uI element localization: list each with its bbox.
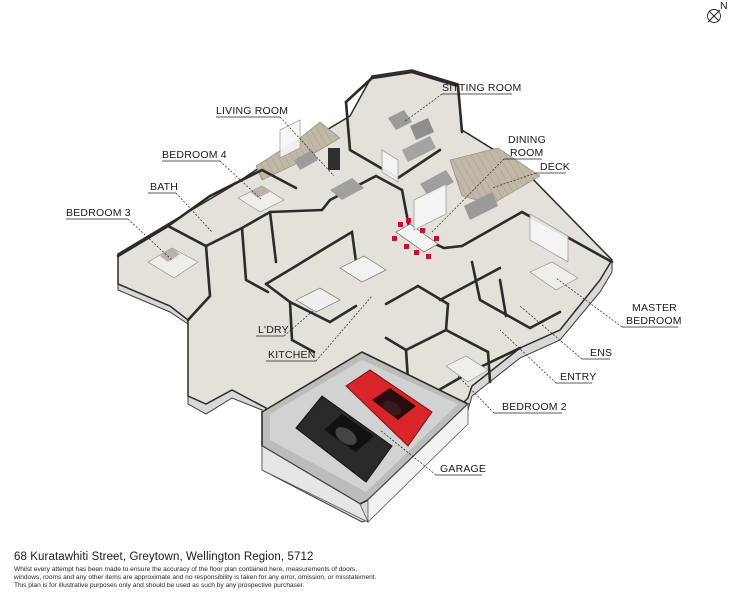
disclaimer-line-2: windows, rooms and any other items are a… [14, 574, 377, 582]
label-bath: BATH [150, 181, 178, 193]
label-garage: GARAGE [440, 463, 486, 475]
compass-icon [707, 9, 721, 23]
label-bedroom-3: BEDROOM 3 [66, 207, 131, 219]
interior-walls [116, 70, 614, 396]
label-master-bedroom-2: BEDROOM [626, 315, 682, 327]
compass-north-label: N [720, 0, 728, 12]
windows [279, 119, 569, 263]
label-entry: ENTRY [560, 371, 596, 383]
label-bedroom-4: BEDROOM 4 [162, 149, 227, 161]
room-labels: SITTING ROOM LIVING ROOM BEDROOM 4 DININ… [66, 82, 682, 476]
deck-area [449, 147, 541, 205]
label-bedroom-2: BEDROOM 2 [502, 401, 567, 413]
label-ldry: L'DRY [258, 324, 289, 336]
label-living-room: LIVING ROOM [216, 105, 288, 117]
disclaimer-line-3: This plan is for illustrative purposes o… [14, 582, 305, 590]
red-car [345, 369, 433, 447]
label-ens: ENS [590, 347, 612, 359]
label-dining-room-2: ROOM [510, 147, 543, 159]
label-kitchen: KITCHEN [268, 349, 316, 361]
label-deck: DECK [540, 161, 570, 173]
property-address: 68 Kuratawhiti Street, Greytown, Welling… [14, 551, 314, 563]
disclaimer-line-1: Whilst every attempt has been made to en… [14, 566, 358, 573]
footer: 68 Kuratawhiti Street, Greytown, Welling… [14, 551, 434, 591]
label-master-bedroom-1: MASTER [632, 302, 677, 314]
garage [261, 351, 470, 523]
label-dining-room-1: DINING [508, 134, 546, 146]
label-sitting-room: SITTING ROOM [442, 82, 521, 94]
black-car [295, 395, 393, 483]
